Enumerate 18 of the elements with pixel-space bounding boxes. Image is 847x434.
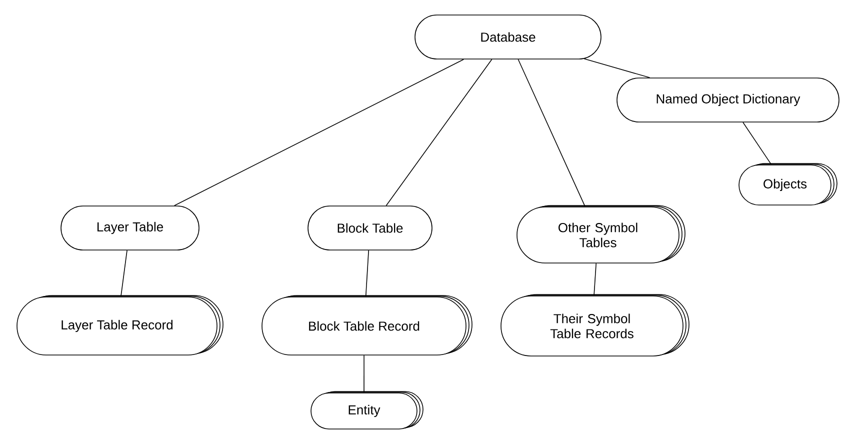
connector-line (594, 263, 597, 296)
stacked-table-box: Other Symbol Tables (516, 205, 686, 264)
connector-line (518, 59, 586, 207)
stacked-table-box: Their Symbol Table Records (500, 294, 690, 356)
connector-line (120, 250, 128, 297)
connector-line (365, 250, 370, 297)
connector-line (742, 122, 772, 165)
table-box: Database (414, 14, 602, 60)
stacked-table-box: Entity (310, 391, 424, 430)
table-box: Named Object Dictionary (616, 78, 840, 122)
table-box: Block Table (308, 206, 432, 250)
stacked-table-box: Layer Table Record (16, 295, 224, 356)
stacked-table-box: Objects (738, 163, 838, 206)
connector-line (386, 59, 492, 206)
connector-line (174, 59, 464, 206)
table-box: Layer Table (60, 206, 200, 250)
connector-line (584, 58, 650, 78)
stacked-table-box: Block Table Record (262, 295, 472, 356)
